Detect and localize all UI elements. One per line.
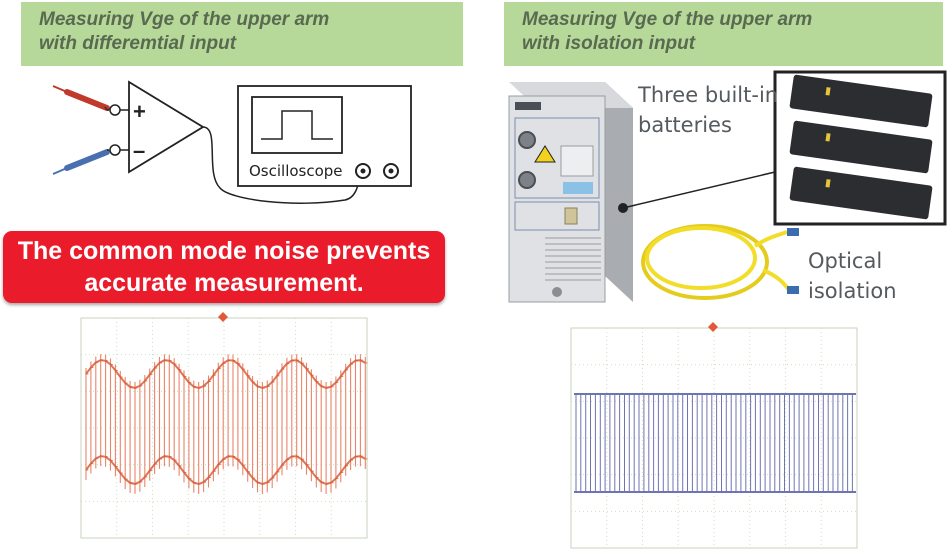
oscilloscope-icon bbox=[237, 85, 412, 187]
noise-warning-banner: The common mode noise prevents accurate … bbox=[3, 231, 445, 303]
scope-grid bbox=[570, 327, 858, 549]
batteries-label: Three built-in batteries bbox=[638, 80, 778, 140]
isolation-unit-icon bbox=[508, 82, 633, 303]
scope-grid bbox=[80, 317, 368, 539]
batteries-label-line1: Three built-in bbox=[638, 83, 779, 107]
plus-terminal bbox=[109, 104, 121, 116]
differential-input-diagram: + – Oscilloscope bbox=[52, 80, 412, 204]
plus-symbol: + bbox=[133, 99, 146, 124]
optical-fiber-icon bbox=[641, 224, 791, 300]
clean-waveform-trace bbox=[574, 393, 856, 493]
differential-amplifier-icon bbox=[128, 80, 205, 174]
right-header-line2: with isolation input bbox=[522, 33, 696, 54]
trigger-marker-icon bbox=[708, 322, 718, 332]
oscilloscope-label: Oscilloscope bbox=[249, 162, 343, 180]
right-panel-header: Measuring Vge of the upper arm with isol… bbox=[504, 2, 943, 66]
trigger-marker-icon bbox=[218, 312, 228, 322]
differential-waveform-capture bbox=[80, 312, 368, 539]
noisy-waveform-trace bbox=[85, 354, 368, 494]
oscilloscope-screen bbox=[251, 96, 343, 154]
isolated-waveform-capture bbox=[570, 322, 858, 549]
optical-isolation-label: Optical isolation bbox=[808, 246, 897, 306]
battery-icon bbox=[789, 74, 933, 220]
optical-label-line1: Optical bbox=[808, 249, 883, 273]
alert-line1: The common mode noise prevents bbox=[17, 237, 431, 265]
left-header-line1: Measuring Vge of the upper arm bbox=[39, 9, 330, 30]
left-panel-header: Measuring Vge of the upper arm with diff… bbox=[21, 2, 463, 66]
batteries-label-line2: batteries bbox=[638, 113, 732, 137]
minus-terminal bbox=[109, 144, 121, 156]
right-header-line1: Measuring Vge of the upper arm bbox=[522, 9, 813, 30]
minus-symbol: – bbox=[133, 138, 145, 163]
output-cable bbox=[202, 126, 359, 204]
red-probe-icon bbox=[52, 85, 110, 111]
optical-label-line2: isolation bbox=[808, 279, 897, 303]
alert-line2: accurate measurement. bbox=[84, 269, 364, 297]
left-header-line2: with differemtial input bbox=[39, 33, 237, 54]
blue-probe-icon bbox=[52, 149, 110, 175]
isolation-device-illustration bbox=[508, 70, 947, 303]
